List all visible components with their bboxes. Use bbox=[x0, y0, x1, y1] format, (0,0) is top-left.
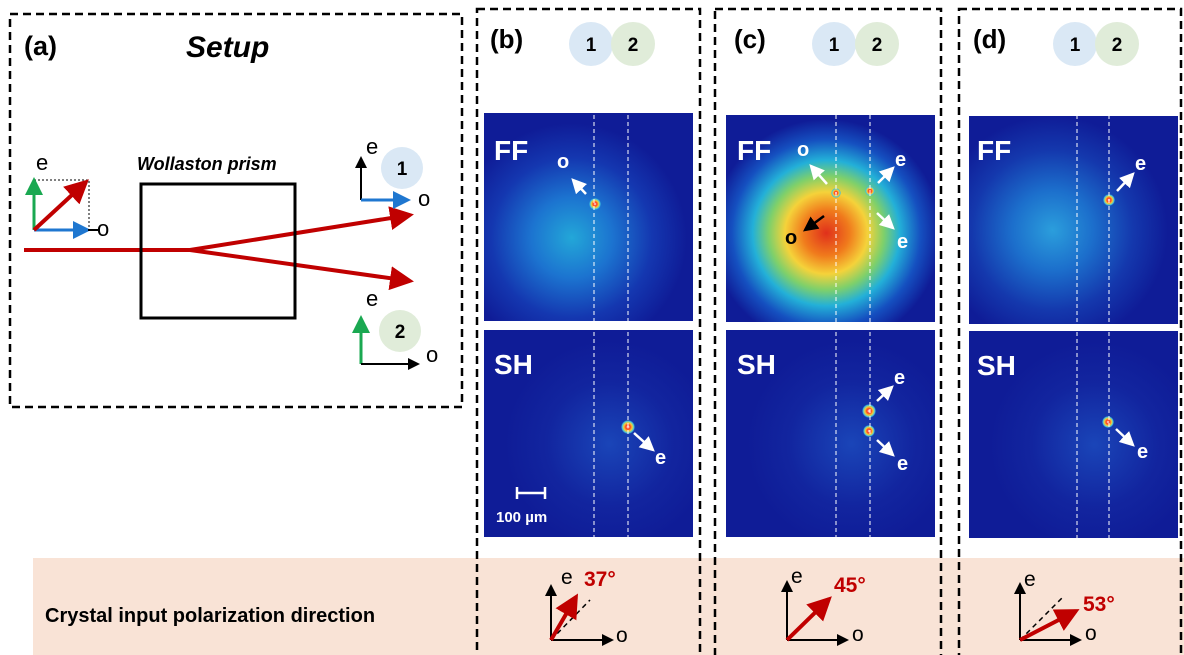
input-e-label: e bbox=[36, 150, 48, 175]
panel-b: (b) 1 2 FF SH o e 100 µm e o 37° bbox=[475, 7, 702, 655]
panel-c-sh-e-upper-arrow bbox=[876, 385, 894, 402]
panel-d-badge-2 bbox=[1095, 22, 1139, 66]
panel-c-sh-e-upper-label: e bbox=[894, 367, 905, 389]
strip-label: Crystal input polarization direction bbox=[45, 605, 375, 627]
output-beam-2 bbox=[189, 248, 414, 291]
panel-c-label: (c) bbox=[734, 24, 766, 54]
panel-d-sh-e-label: e bbox=[1137, 441, 1148, 463]
prism-label: Wollaston prism bbox=[137, 154, 277, 174]
panel-c-ff-spot-2 bbox=[865, 186, 875, 196]
panel-d-ff-label: FF bbox=[977, 135, 1011, 166]
panel-c-ff-label: FF bbox=[737, 135, 771, 166]
panel-b-pol-e-label: e bbox=[561, 566, 573, 589]
out1-e-label: e bbox=[366, 134, 378, 159]
out1-badge bbox=[381, 147, 423, 189]
panel-b-sh-e-label: e bbox=[655, 447, 666, 469]
panel-d-badge-1-text: 1 bbox=[1070, 35, 1081, 56]
panel-b-badge-1 bbox=[569, 22, 613, 66]
panel-c-sh-spot-2 bbox=[863, 425, 875, 437]
panel-d-badge-1 bbox=[1053, 22, 1097, 66]
panel-c-border bbox=[713, 7, 943, 655]
panel-b-badge-1-text: 1 bbox=[586, 35, 597, 56]
out1-badge-text: 1 bbox=[397, 159, 408, 180]
panel-d-ff-e-arrow bbox=[1116, 172, 1135, 192]
panel-c-badge-2 bbox=[855, 22, 899, 66]
panel-d: (d) 1 2 FF SH e e e o 53° bbox=[957, 7, 1183, 655]
panel-b-ff-label: FF bbox=[494, 135, 528, 166]
panel-a-title: Setup bbox=[186, 31, 269, 64]
panel-b-border bbox=[475, 7, 702, 655]
panel-d-sh-e-arrow bbox=[1115, 428, 1135, 447]
out2-o-label: o bbox=[426, 342, 438, 367]
panel-d-label: (d) bbox=[973, 24, 1006, 54]
output-beam-1 bbox=[189, 206, 414, 252]
panel-d-ff-e-label: e bbox=[1135, 153, 1146, 175]
input-polarization-arrow bbox=[32, 179, 89, 232]
panel-c-ff-e-upper-arrow bbox=[877, 166, 895, 184]
panel-c-badge-1 bbox=[812, 22, 856, 66]
panel-b-label: (b) bbox=[490, 24, 523, 54]
panel-c-badge-2-text: 2 bbox=[872, 35, 883, 56]
wollaston-prism bbox=[139, 182, 297, 320]
panel-b-pol-arrow bbox=[549, 593, 579, 642]
panel-c-pol-e-label: e bbox=[791, 565, 803, 588]
panel-c-pol-arrow bbox=[785, 596, 832, 642]
panel-d-badge-2-text: 2 bbox=[1112, 35, 1123, 56]
panel-d-angle: 53° bbox=[1083, 593, 1115, 616]
panel-d-sh-label: SH bbox=[977, 350, 1016, 381]
panel-d-pol-diagonal bbox=[1019, 597, 1063, 641]
panel-c-ff-o-upper-arrow bbox=[809, 164, 828, 185]
input-o-label: o bbox=[97, 216, 109, 241]
out2-badge-text: 2 bbox=[395, 322, 406, 343]
panel-c-sh-spot-1 bbox=[862, 404, 876, 418]
panel-c-pol-o-label: o bbox=[852, 623, 864, 646]
panel-c-ff-e-lower-arrow bbox=[876, 212, 895, 230]
panel-c: (c) 1 2 FF SH o o e e e e e o 45° bbox=[713, 7, 943, 655]
panel-a: (a) Setup e o Wollaston prism e o 1 e o … bbox=[8, 12, 464, 409]
panel-b-sh-e-arrow bbox=[633, 432, 655, 452]
out2-badge bbox=[379, 310, 421, 352]
panel-c-ff-o-upper-label: o bbox=[797, 139, 809, 161]
panel-d-pol-o-label: o bbox=[1085, 622, 1097, 645]
panel-b-pol-o-label: o bbox=[616, 624, 628, 647]
panel-b-sh-image bbox=[484, 330, 693, 537]
panel-c-ff-image bbox=[726, 115, 935, 322]
panel-b-ff-o-label: o bbox=[557, 151, 569, 173]
scale-bar-label: 100 µm bbox=[496, 509, 547, 526]
panel-b-angle: 37° bbox=[584, 568, 616, 591]
panel-c-sh-e-lower-arrow bbox=[876, 439, 895, 457]
panel-c-sh-image bbox=[726, 330, 935, 537]
panel-d-pol-e-label: e bbox=[1024, 568, 1036, 591]
panel-d-sh-image bbox=[969, 331, 1178, 538]
panel-a-border bbox=[8, 12, 464, 409]
panel-b-badge-2-text: 2 bbox=[628, 35, 639, 56]
panel-d-pol-arrow bbox=[1019, 609, 1080, 642]
panel-c-ff-o-lower-arrow bbox=[802, 214, 825, 232]
panel-c-sh-label: SH bbox=[737, 349, 776, 380]
panel-b-badge-2 bbox=[611, 22, 655, 66]
out2-e-label: e bbox=[366, 286, 378, 311]
panel-d-border bbox=[957, 7, 1183, 655]
panel-c-ff-e-upper-label: e bbox=[895, 149, 906, 171]
panel-c-ff-e-lower-label: e bbox=[897, 231, 908, 253]
panel-b-ff-image bbox=[484, 113, 693, 321]
panel-c-ff-o-lower-label: o bbox=[785, 227, 797, 249]
panel-b-ff-spot bbox=[589, 198, 601, 210]
out1-o-label: o bbox=[418, 186, 430, 211]
panel-b-ff-o-arrow bbox=[571, 178, 588, 195]
panel-b-sh-label: SH bbox=[494, 349, 533, 380]
panel-c-sh-e-lower-label: e bbox=[897, 453, 908, 475]
panel-a-label: (a) bbox=[24, 31, 57, 61]
panel-c-angle: 45° bbox=[834, 574, 866, 597]
panel-c-badge-1-text: 1 bbox=[829, 35, 840, 56]
panel-d-sh-spot bbox=[1102, 416, 1114, 428]
panel-d-ff-image bbox=[969, 116, 1178, 324]
